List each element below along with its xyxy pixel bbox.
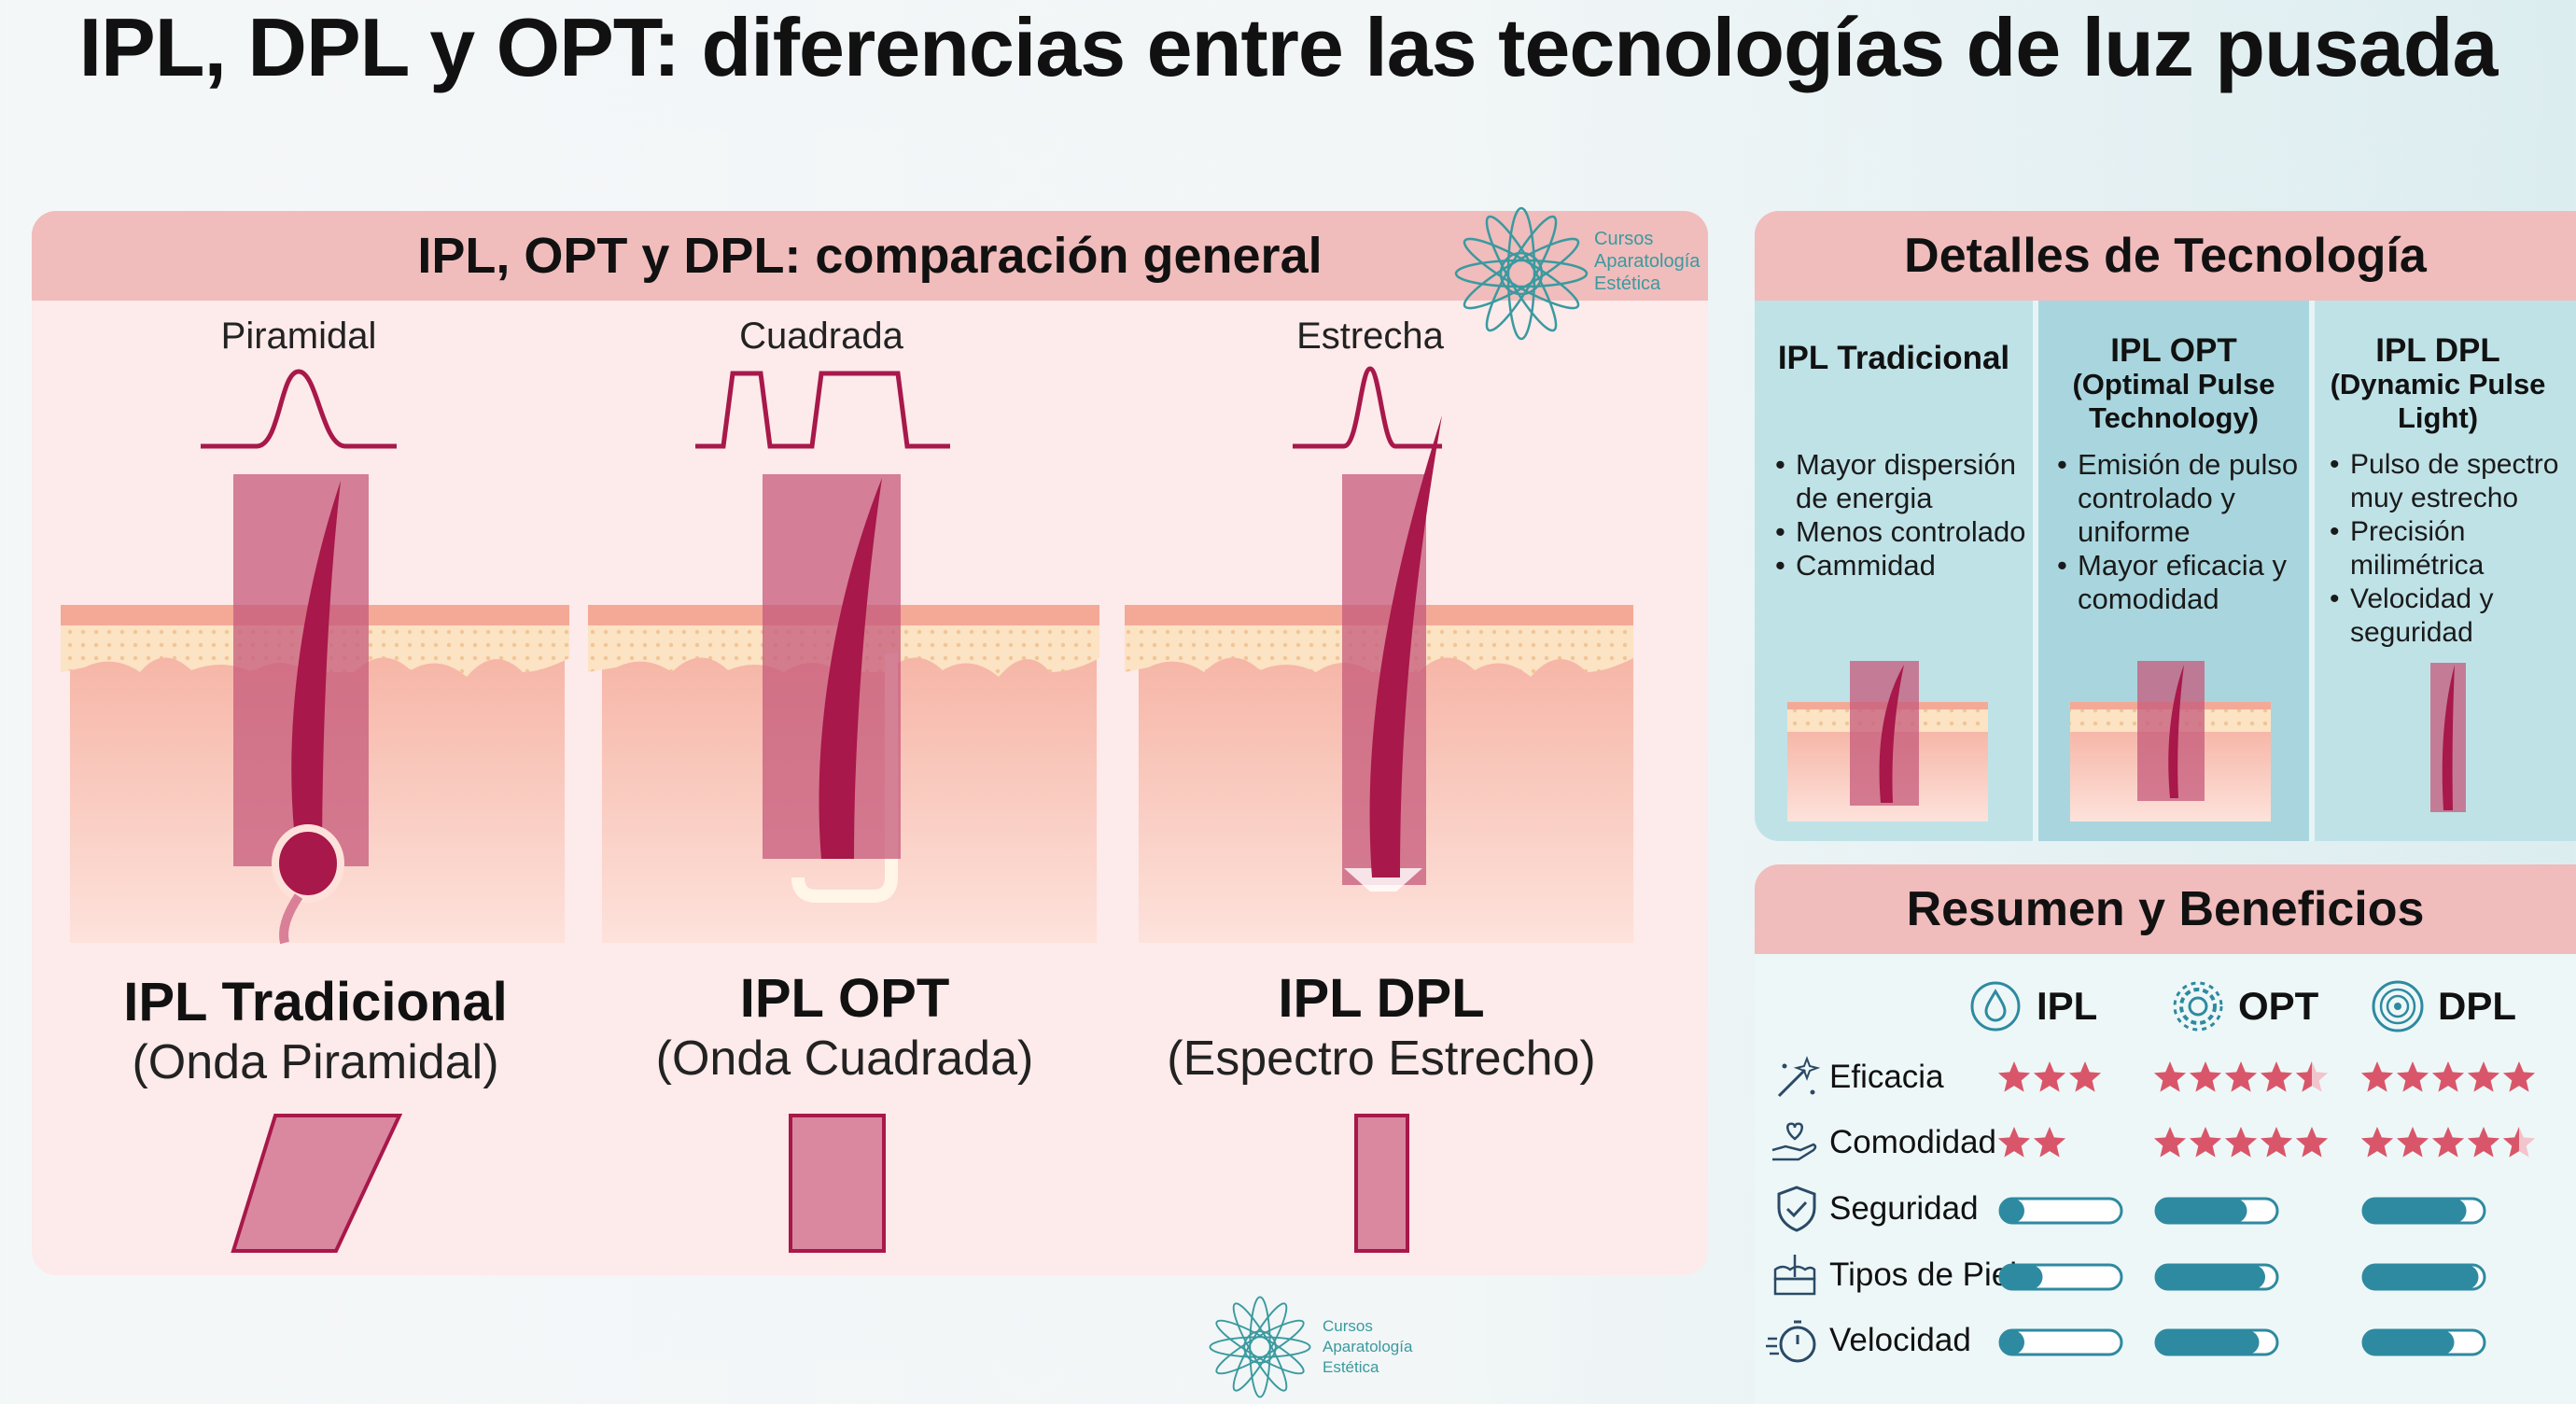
sparkle-wand-icon (1777, 1056, 1820, 1098)
logo-line-2: Aparatología (1594, 251, 1701, 272)
wave-label-narrow: Estrecha (1296, 316, 1444, 357)
droplet-icon (1970, 981, 2021, 1032)
bullet: Cammidad (1775, 549, 2025, 583)
comparison-header-text: IPL, OPT y DPL: comparación general (417, 228, 1323, 284)
wave-label-square: Cuadrada (739, 316, 903, 357)
details-col-dpl-subtitle-1: (Dynamic Pulse (2330, 368, 2546, 400)
logo-line-3b: Estética (1323, 1358, 1379, 1376)
details-col-opt-subtitle-1: (Optimal Pulse (2072, 368, 2275, 400)
fingerprint-icon (2372, 980, 2424, 1032)
bullet-line: Precisión (2350, 516, 2466, 547)
summary-header-text: Resumen y Beneficios (1906, 882, 2425, 936)
narrow-shape (1354, 1114, 1409, 1253)
bullet-line: Menos controlado (1796, 515, 2026, 548)
details-col-opt-subtitle-2: Technology) (2089, 401, 2259, 434)
legend-opt: OPT (2238, 984, 2319, 1028)
gear-icon (2173, 981, 2223, 1032)
row-label-tipos-piel: Tipos de Piel (1829, 1257, 2018, 1293)
bullet-line: Pulso de spectro (2350, 449, 2559, 480)
bullet-line: milimétrica (2350, 550, 2485, 581)
comparison-header: IPL, OPT y DPL: comparación general (32, 211, 1708, 301)
skin-layers-icon (1773, 1255, 1816, 1296)
details-divider-1 (2033, 301, 2038, 841)
bullet-line: comodidad (2078, 583, 2219, 615)
details-col-opt-title: IPL OPT (Optimal Pulse Technology) (2038, 334, 2309, 435)
bullet-line: controlado y (2078, 482, 2235, 514)
bullet-line: seguridad (2350, 617, 2473, 648)
bullet-line: Mayor eficacia y (2078, 549, 2287, 582)
details-divider-2 (2309, 301, 2315, 841)
logo-text-bottom: Cursos Aparatología Estética (1323, 1316, 1412, 1378)
caption-opt: IPL OPT (739, 968, 950, 1029)
details-col-dpl-title: IPL DPL (Dynamic Pulse Light) (2315, 334, 2561, 435)
hand-heart-icon (1771, 1122, 1817, 1161)
bullet-line: muy estrecho (2350, 483, 2519, 513)
summary-header: Resumen y Beneficios (1755, 864, 2576, 954)
stopwatch-icon (1766, 1320, 1816, 1363)
details-col-ipl-title-text: IPL Tradicional (1777, 340, 2010, 376)
bullet: Menos controlado (1775, 515, 2025, 549)
square-wave (695, 371, 950, 449)
skin-diagram-opt (588, 474, 1099, 943)
bullet-line: de energia (1796, 482, 1933, 514)
details-col-ipl-title: IPL Tradicional (1755, 342, 2033, 375)
row-label-seguridad: Seguridad (1829, 1190, 1979, 1227)
caption-opt-sub: (Onda Cuadrada) (655, 1032, 1034, 1086)
bullet-line: Velocidad y (2350, 583, 2494, 614)
caption-dpl: IPL DPL (1278, 968, 1485, 1029)
legend-dpl: DPL (2438, 984, 2516, 1028)
logo-text-top: Cursos Aparatología Estética (1594, 228, 1700, 295)
row-label-velocidad: Velocidad (1829, 1322, 1971, 1358)
details-header-text: Detalles de Tecnología (1904, 229, 2427, 283)
skin-diagram-dpl (1125, 415, 1633, 943)
row-label-eficacia: Eficacia (1829, 1059, 1944, 1095)
mandala-logo-icon (1454, 206, 1589, 341)
details-col-dpl-title-text: IPL DPL (2375, 332, 2500, 369)
details-col-dpl-subtitle-2: Light) (2397, 401, 2479, 434)
logo-line-1b: Cursos (1323, 1317, 1373, 1335)
row-label-comodidad: Comodidad (1829, 1124, 1996, 1160)
pyramid-shape (231, 1114, 403, 1253)
caption-dpl-sub: (Espectro Estrecho) (1167, 1032, 1596, 1086)
skin-diagram-ipl (61, 474, 569, 945)
bullet-line: Emisión de pulso (2078, 448, 2299, 481)
square-shape (789, 1114, 886, 1253)
pyramid-wave (201, 369, 397, 449)
bullet-line: Cammidad (1796, 549, 1936, 582)
bullet-line: uniforme (2078, 515, 2191, 548)
details-header: Detalles de Tecnología (1755, 211, 2576, 301)
legend-ipl: IPL (2037, 984, 2098, 1028)
mandala-logo-icon-bottom (1209, 1296, 1311, 1398)
bullet-line: Mayor dispersión (1796, 448, 2017, 481)
logo-line-1: Cursos (1594, 229, 1654, 249)
wave-label-pyramid: Piramidal (220, 316, 377, 357)
caption-ipl: IPL Tradicional (123, 972, 508, 1032)
shield-check-icon (1777, 1186, 1816, 1232)
logo-line-2b: Aparatología (1323, 1338, 1413, 1355)
details-col-opt-title-text: IPL OPT (2110, 332, 2237, 369)
page-title: IPL, DPL y OPT: diferencias entre las te… (78, 1, 2499, 93)
caption-ipl-sub: (Onda Piramidal) (132, 1035, 499, 1089)
logo-line-3: Estética (1594, 274, 1661, 294)
narrow-wave (1293, 366, 1442, 449)
